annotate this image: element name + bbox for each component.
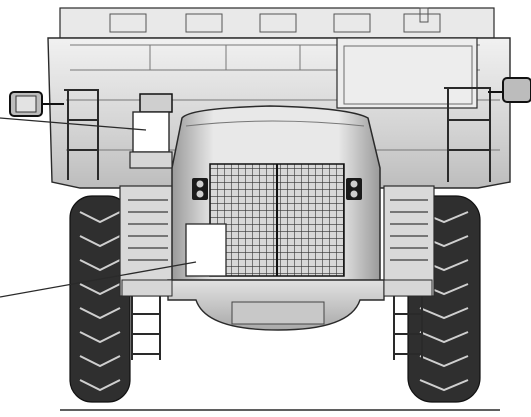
decal-panel xyxy=(185,223,227,277)
leader-line-lower xyxy=(0,261,197,298)
left-handrail xyxy=(64,89,99,180)
leader-lines xyxy=(0,117,197,298)
left-tire xyxy=(69,195,131,403)
right-ladder xyxy=(393,296,423,360)
right-handrail xyxy=(444,87,491,182)
radiator-grille xyxy=(209,163,345,277)
left-ladder xyxy=(131,296,161,360)
left-component xyxy=(129,93,173,169)
right-mirror xyxy=(488,77,531,103)
left-headlight xyxy=(192,178,208,200)
right-headlight xyxy=(346,178,362,200)
left-step-deck xyxy=(119,185,175,297)
leader-line-upper xyxy=(0,117,147,131)
front-bumper xyxy=(121,279,433,331)
right-step-deck xyxy=(383,185,435,297)
left-mirror xyxy=(9,91,64,117)
